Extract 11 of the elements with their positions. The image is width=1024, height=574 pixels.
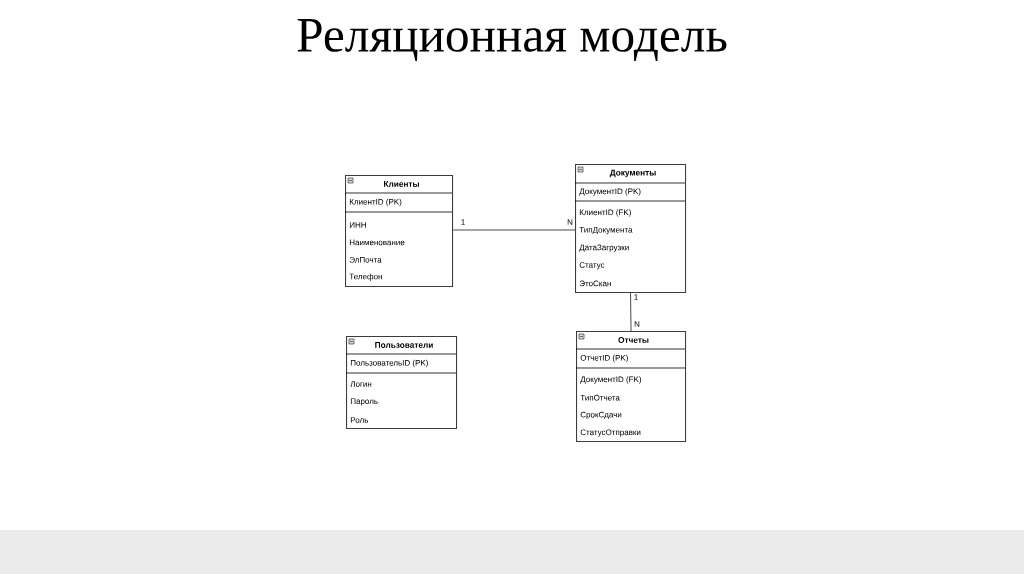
cardinality-label: 1 (461, 219, 465, 225)
entity-table: Клиенты КлиентID (PK) ИНН Наименование ЭлПочта Телефон (344, 175, 454, 288)
connector-line (630, 292, 632, 332)
entity-table: Пользователи ПользовательID (PK) Логин Пароль Роль (345, 336, 458, 430)
cardinality-label: N (567, 219, 573, 225)
cardinality-label: N (634, 321, 640, 327)
entity-table: Документы ДокументID (PK) КлиентID (FK) ТипДокумента ДатаЗагрузки Статус ЭтоСкан (574, 164, 687, 294)
entity-table: Отчеты ОтчетID (PK) ДокументID (FK) ТипОтчета СрокСдачи СтатусОтправки (575, 331, 687, 443)
slide-title: Реляционная модель (297, 19, 727, 61)
cardinality-label: 1 (634, 294, 638, 300)
connector-line (452, 229, 576, 231)
